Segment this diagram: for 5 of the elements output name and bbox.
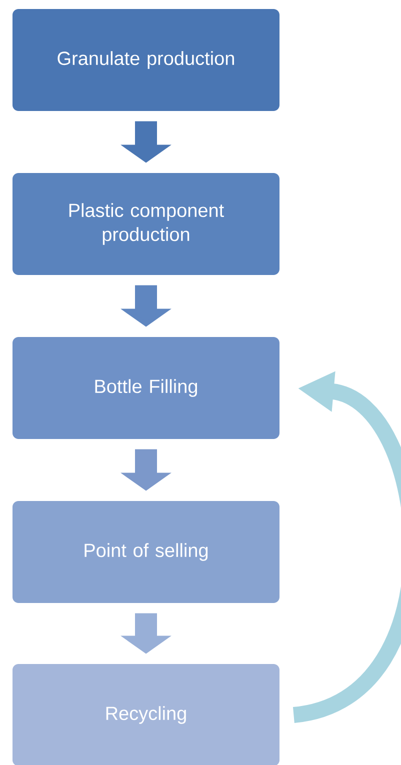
process-box: Recycling [12, 664, 280, 765]
process-box: Bottle Filling [12, 337, 280, 439]
process-box: Point of selling [12, 501, 280, 603]
process-box: Granulate production [12, 9, 280, 111]
process-box: Plastic component production [12, 173, 280, 275]
